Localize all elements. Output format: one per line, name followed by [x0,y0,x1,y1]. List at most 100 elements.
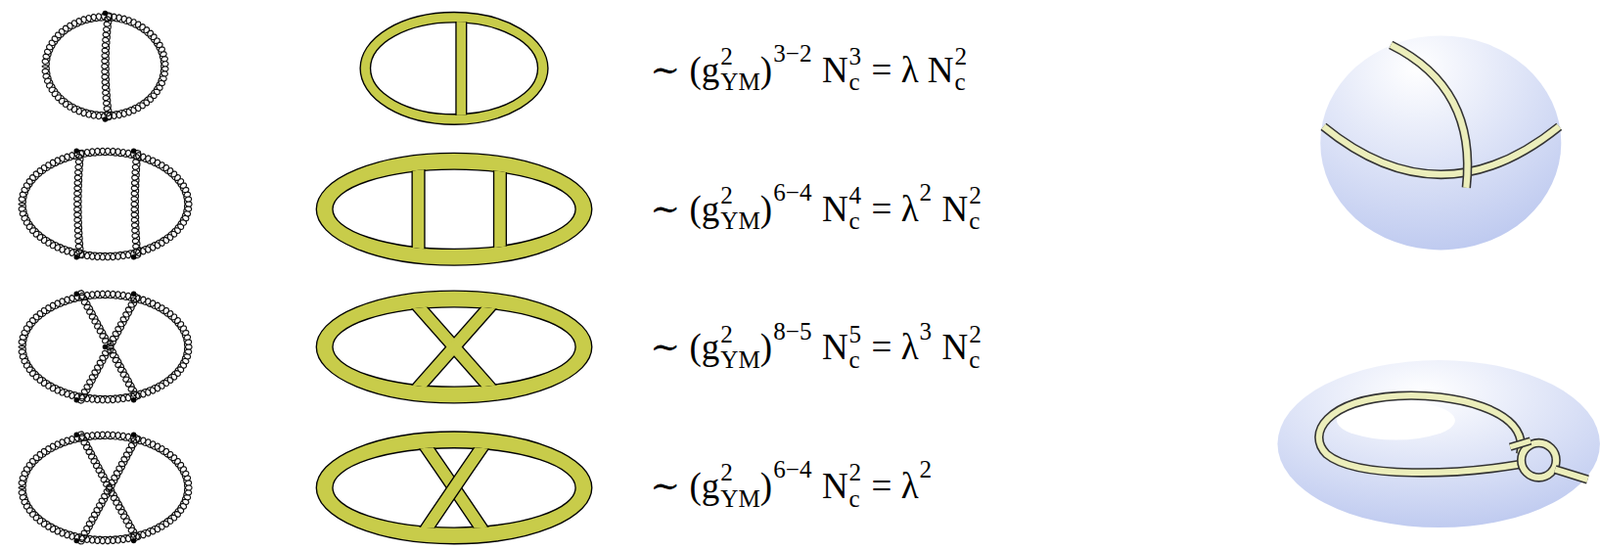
superscript: 3 [919,317,933,345]
script-stack: 2YM [720,459,761,512]
gluon-line [74,150,85,259]
vertex-dot [131,148,137,154]
surface-drawings [1277,35,1600,528]
subscript: c [849,347,863,373]
gluon-line [18,147,192,261]
formula-text: ∼ (g [649,47,720,91]
formula-text: = λ [871,186,919,229]
script-stack: 2c [955,43,968,95]
script-stack: 5c [849,320,863,373]
superscript: 8−5 [773,317,812,345]
superscript: 2 [968,320,982,347]
vertex-dot [131,397,137,403]
vertex-dot [74,538,80,544]
subscript: c [955,69,968,95]
formula-text: ∼ (g [649,464,720,507]
vertex-dot [74,397,80,403]
superscript: 6−4 [773,456,812,484]
superscript: 2 [919,178,933,206]
gluon-diagrams [18,10,192,545]
superscript: 2 [955,43,968,69]
superscript: 2 [919,456,933,484]
superscript: 3−2 [773,39,812,67]
script-stack: 4c [849,182,863,234]
subscript: c [849,69,863,95]
script-stack: 3c [849,43,863,95]
sphere-ribbons [1323,45,1559,188]
subscript: c [968,347,982,373]
subscript: YM [720,69,761,95]
sphere [1320,35,1561,250]
formula-text: N [942,186,969,229]
vertex-dot [74,254,80,260]
torus [1277,360,1600,528]
formula-text: N [822,186,849,229]
formula-text: = λ N [871,47,955,91]
script-stack: 2YM [720,43,761,95]
formula-text: ∼ (g [649,186,720,229]
subscript: c [968,208,982,234]
subscript: YM [720,347,761,373]
vertex-dot [74,148,80,154]
scaling-formula: ∼ (g2YM)6−4N4c= λ2N2c [649,182,982,234]
formula-text: N [822,464,849,507]
vertex-dot [102,344,108,350]
formula-text: ) [760,464,773,507]
scaling-formula: ∼ (g2YM)8−5N5c= λ3N2c [649,320,982,373]
gluon-line [104,343,139,401]
superscript: 2 [968,182,982,208]
script-stack: 2c [849,459,863,512]
ribbon-graph [316,277,593,417]
gluon-line [101,12,113,121]
ribbon-graph [360,0,549,143]
subscript: c [849,208,863,234]
formula-text: ∼ (g [649,325,720,368]
script-stack: 2YM [720,182,761,234]
formula-text: N [942,325,969,368]
subscript: YM [720,208,761,234]
superscript: 6−4 [773,178,812,206]
formula-text: = λ [871,325,919,368]
gluon-line [105,293,140,351]
gluon-line [76,434,139,545]
formula-text: N [822,325,849,368]
superscript: 2 [720,459,761,486]
vertex-dot [74,431,80,437]
ribbon-graph [316,417,593,550]
formula-text: ) [760,325,773,368]
script-stack: 2c [968,182,982,234]
formula-text: ) [760,47,773,91]
vertex-dot [74,291,80,297]
vertex-dot [131,291,137,297]
gluon-line [76,290,111,348]
gluon-line [18,290,192,404]
superscript: 3 [849,43,863,69]
torus-ribbons [1319,395,1589,480]
subscript: c [849,485,863,511]
gluon-line [131,150,141,259]
superscript: 2 [849,459,863,486]
gluon-line [76,346,111,404]
formula-text: = λ [871,464,919,507]
superscript: 4 [849,182,863,208]
formula-text: ) [760,186,773,229]
script-stack: 2c [968,320,982,373]
vertex-dot [102,116,108,122]
formula-text: N [822,47,849,91]
script-stack: 2YM [720,320,761,373]
vertex-dot [131,254,137,260]
ribbon-graph [316,142,593,276]
scaling-formula: ∼ (g2YM)3−2N3c= λ N2c [649,43,967,95]
gluon-line [42,13,169,120]
superscript: 2 [720,182,761,208]
superscript: 5 [849,320,863,347]
superscript: 2 [720,43,761,69]
vertex-dot [131,431,137,437]
gluon-line [18,431,192,545]
vertex-dot [131,538,137,544]
ribbon-diagrams [316,0,593,550]
superscript: 2 [720,320,761,347]
vertex-dot [102,10,108,16]
subscript: YM [720,485,761,511]
scaling-formula: ∼ (g2YM)6−4N2c= λ2 [649,459,932,512]
